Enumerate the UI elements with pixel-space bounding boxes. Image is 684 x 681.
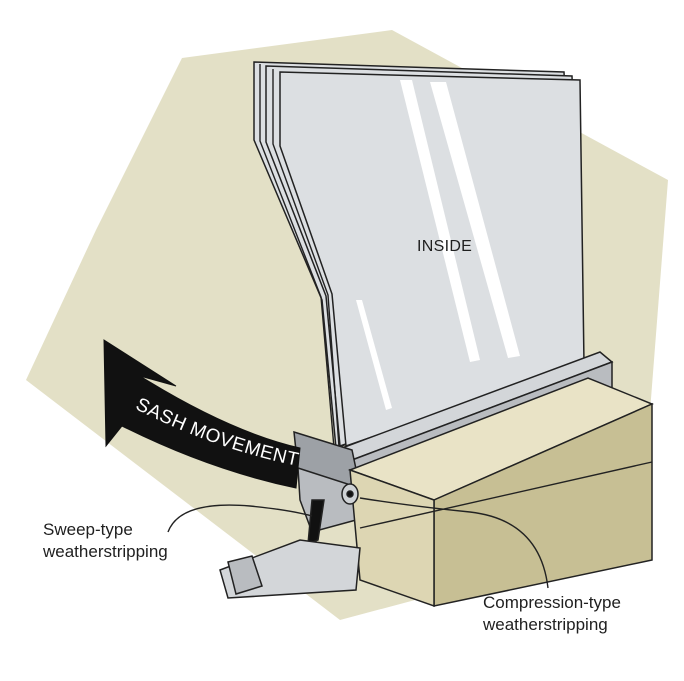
sweep-label-line-1: Sweep-type: [43, 520, 133, 539]
glass-glare-2: [430, 82, 520, 358]
sash-movement-arrow: [103, 339, 301, 489]
compression-type-weatherstripping-label: Compression-type weatherstripping: [483, 592, 621, 636]
track-lip: [227, 555, 263, 595]
glass-glare-1: [400, 80, 480, 362]
compression-weatherstrip-core: [346, 490, 354, 498]
inside-label: INSIDE: [417, 238, 473, 255]
sweep-weatherstrip: [307, 499, 325, 546]
sill-end: [349, 468, 435, 608]
sweep-label-line-2: weatherstripping: [43, 542, 168, 561]
compression-label-line-1: Compression-type: [483, 593, 621, 612]
sill-joint-line: [359, 461, 653, 529]
pane-spacer-2: [272, 69, 340, 448]
sweep-leader-line: [167, 504, 313, 533]
compression-leader-line: [359, 497, 549, 589]
glass-glare-3: [356, 300, 392, 410]
compression-label-line-2: weatherstripping: [483, 615, 608, 634]
sweep-type-weatherstripping-label: Sweep-type weatherstripping: [43, 519, 168, 563]
pane-spacer-1: [259, 64, 335, 449]
